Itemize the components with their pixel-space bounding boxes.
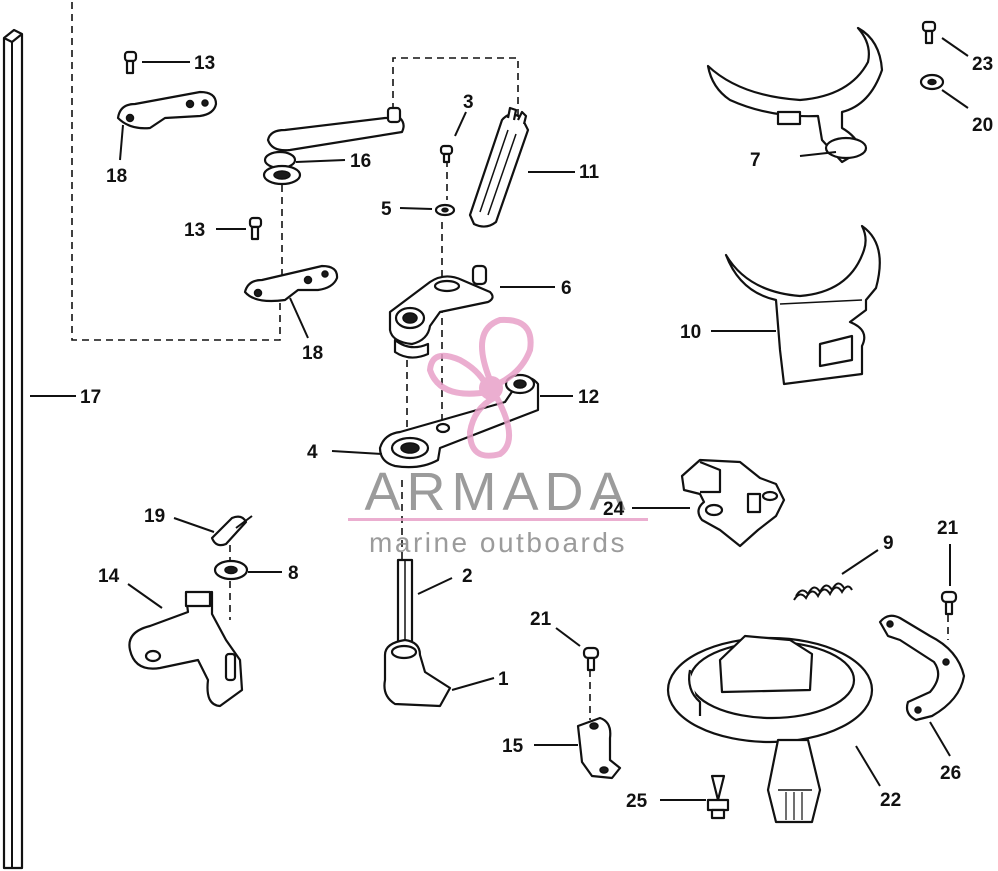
part-26-arc-bracket [878, 614, 966, 722]
callout-5: 5 [381, 199, 392, 220]
callout-13-upper: 13 [194, 53, 215, 74]
callout-15: 15 [502, 736, 524, 757]
part-4-12-lever [378, 373, 540, 469]
assembly-dash-lines [71, 2, 949, 720]
callout-21-middle: 21 [530, 609, 552, 630]
leader-lines [30, 37, 969, 801]
part-21-screw-right [940, 590, 958, 616]
callout-13-lower: 13 [184, 220, 205, 241]
watermark-rule [348, 518, 648, 521]
callout-20: 20 [972, 115, 993, 136]
callout-16: 16 [350, 151, 371, 172]
callout-14: 14 [98, 566, 120, 587]
part-5-washer [434, 203, 456, 217]
part-22-plate [666, 634, 874, 824]
callout-17: 17 [80, 387, 101, 408]
part-18-link-upper [116, 90, 218, 130]
callout-18-upper: 18 [106, 166, 127, 187]
part-1-foot [383, 638, 452, 708]
callout-2: 2 [462, 566, 473, 587]
part-19-pin [210, 515, 253, 547]
part-3-screw [439, 144, 454, 164]
callout-labels: 13 18 13 18 16 3 5 11 6 12 4 17 2 1 19 8… [80, 53, 993, 812]
callout-21-right: 21 [937, 518, 959, 539]
callout-11: 11 [579, 162, 600, 183]
callout-25: 25 [626, 791, 648, 812]
callout-22: 22 [880, 790, 901, 811]
callout-4: 4 [307, 442, 318, 463]
callout-23: 23 [972, 54, 993, 75]
propeller-logo [426, 316, 534, 459]
callout-26: 26 [940, 763, 961, 784]
part-18-link-lower [243, 264, 339, 303]
part-17-rod [2, 28, 24, 870]
part-25-screw [706, 774, 730, 820]
callout-7: 7 [750, 150, 761, 171]
callout-1: 1 [498, 669, 509, 690]
part-9-spring [793, 582, 853, 601]
part-6-bellcrank [388, 264, 494, 359]
callout-3: 3 [463, 92, 474, 113]
part-16-arm [262, 106, 405, 186]
part-8-washer [213, 559, 249, 581]
part-24-sensor [680, 458, 786, 548]
watermark-tagline: marine outboards [369, 527, 627, 558]
callout-12: 12 [578, 387, 599, 408]
part-15-clamp [576, 716, 622, 780]
part-20-washer [919, 73, 945, 91]
callout-6: 6 [561, 278, 572, 299]
watermark-brand: ARMADA [364, 462, 631, 522]
part-13-screw-lower [248, 216, 263, 241]
callout-10: 10 [680, 322, 701, 343]
part-13-screw-upper [123, 50, 138, 75]
part-23-screw [921, 20, 937, 45]
part-14-lever [128, 590, 244, 708]
part-10-bracket [724, 224, 881, 386]
callout-9: 9 [883, 533, 894, 554]
callout-19: 19 [144, 506, 165, 527]
callout-24: 24 [603, 499, 625, 520]
part-7-bracket [706, 26, 884, 164]
part-21-screw-middle [582, 646, 600, 672]
callout-8: 8 [288, 563, 299, 584]
part-11-connector [468, 106, 530, 228]
callout-18-lower: 18 [302, 343, 323, 364]
watermark: ARMADA marine outboards [348, 316, 648, 558]
